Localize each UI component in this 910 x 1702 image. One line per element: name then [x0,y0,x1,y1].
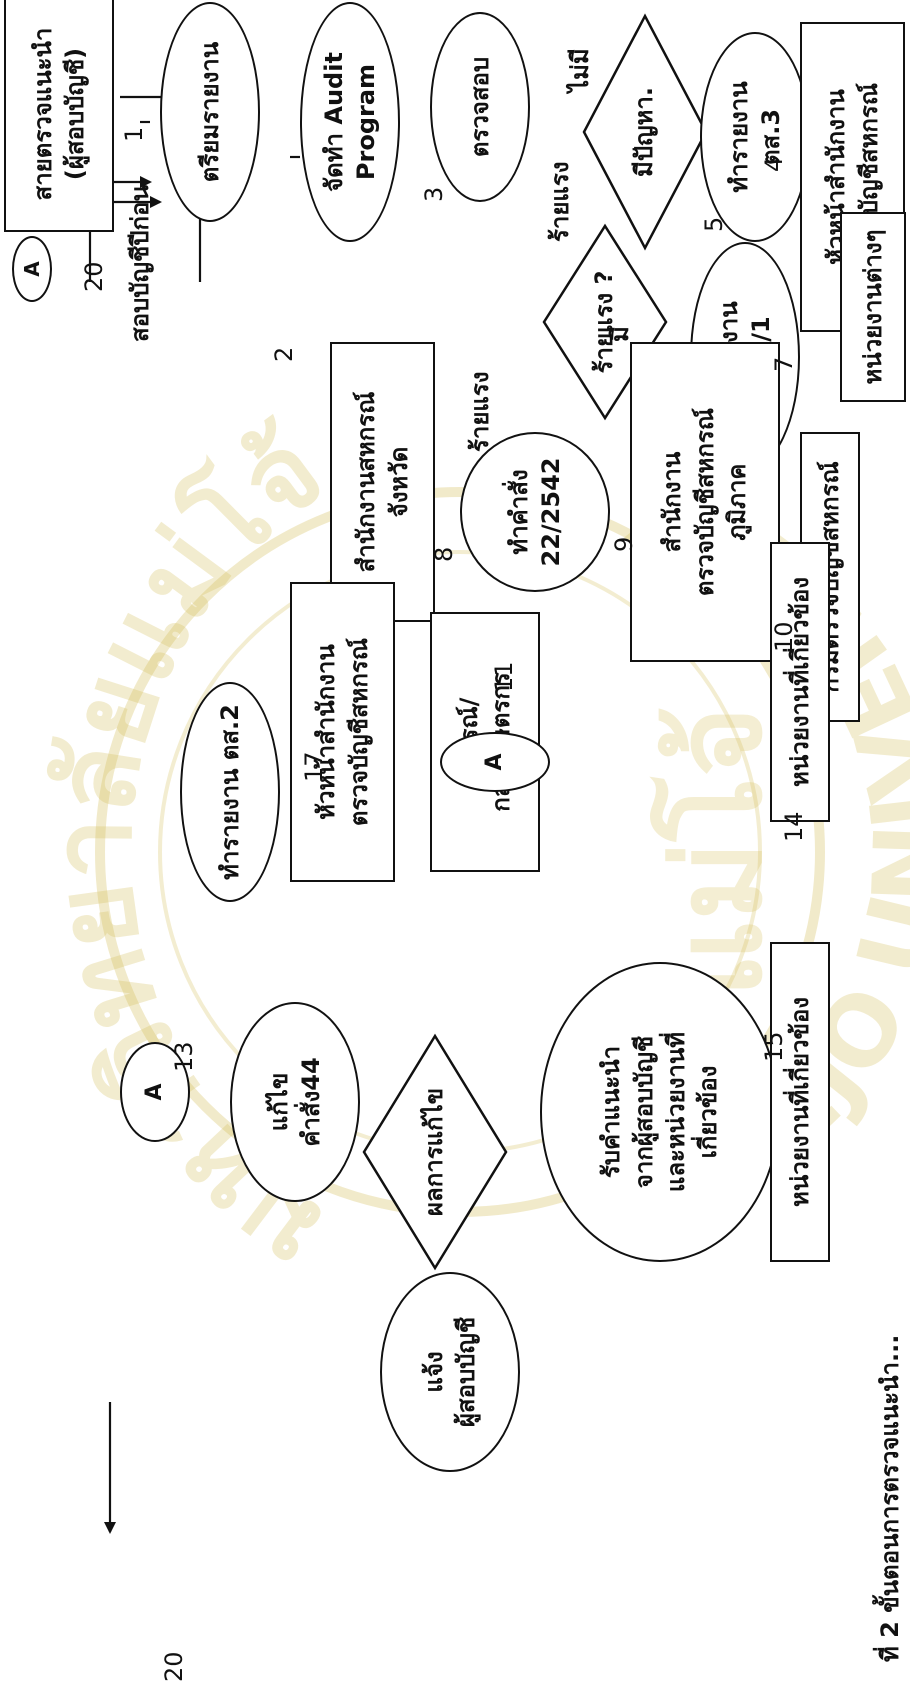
notify-line-2: ผู้สอบบัญชี [450,1317,482,1427]
edge-label-20: 20 [80,261,108,292]
related-b-label: หน่วยงานที่เกี่ยวข้อง [784,997,816,1207]
problem-label: มีปัญหา. [580,12,710,252]
edge-label-13: 13 [170,1041,198,1072]
edge-label-yes: มี [600,326,639,342]
advice-line-1: รับคำแนะนำ [595,1046,627,1178]
start-box: สายตรวจแนะนำ (ผู้สอบบัญชี) [4,0,114,232]
order-oval: ทำคำสั่ง 22/2542 [460,432,610,592]
head-office-b-box: หัวหน้าสำนักงาน ตรวจบัญชีสหกรณ์ [290,582,395,882]
report3-oval: ทำรายงาน ตส.3 [700,32,810,242]
severe-text: ร้ายแรง ? [589,271,620,374]
fix-oval: แก้ไข คำสั่ง44 [230,1002,360,1202]
advice-line-3: และหน่วยงานที่ [660,1032,692,1192]
edge-label-1: 1 [120,127,148,142]
result-text: ผลการแก้ไข [419,1088,450,1216]
edge-label-7: 7 [770,357,798,372]
edge-label-3: 3 [420,187,448,202]
start-line-1: สายตรวจแนะนำ [27,28,59,201]
notify-line-1: แจ้ง [418,1351,450,1392]
advice-line-4: เกี่ยวข้อง [692,1066,724,1159]
edge-label-no: ไม่มี [560,48,599,92]
prep-line-1: ตรียมรายงาน [194,42,226,182]
advice-line-2: จากผู้สอบบัญชี [628,1036,660,1188]
connector-a-label: A [19,261,46,276]
edge-label-4: 4 [760,157,788,172]
advice-oval: รับคำแนะนำ จากผู้สอบบัญชี และหน่วยงานที่… [540,962,780,1262]
edge-label-severe: ร้ายแรง [540,161,579,242]
related-a-box: หน่วยงานที่เกี่ยวข้อง [770,542,830,822]
result-label: ผลการแก้ไข [360,1032,510,1272]
report3-line-1: ทำรายงาน [723,81,755,192]
regional-line-1: สำนักงาน [656,452,688,553]
report2-oval: ทำรายงาน ตส.2 [180,682,280,902]
edge-label-17: 17 [300,751,328,782]
agencies-box: หน่วยงานต่างๆ [840,212,906,402]
connector-a-top: A [12,236,52,302]
head-office-b-line-1: หัวหน้าสำนักงาน [310,644,342,820]
edge-label-14: 14 [780,811,808,842]
edge-label-severe-2: ร้ายแรง [460,371,499,452]
report2-label: ทำรายงาน ตส.2 [214,704,246,880]
connector-a-mid: A [440,732,550,792]
edge-label-8: 8 [430,547,458,562]
connector-a-mid-label: A [480,753,510,770]
edge-label-20b: 20 [160,1651,188,1682]
regional-box: สำนักงาน ตรวจบัญชีสหกรณ์ ภูมิภาค [630,342,780,662]
regional-line-3: ภูมิภาค [721,464,753,541]
figure-caption: ที่ 2 ขั้นตอนการตรวจแนะนำ... [870,1335,909,1662]
related-b-box: หน่วยงานที่เกี่ยวข้อง [770,942,830,1262]
edge-label-15: 15 [760,1031,788,1062]
start-line-2: (ผู้สอบบัญชี) [59,48,91,180]
provincial-line-1: สำนักงานสหกรณ์ [350,392,382,573]
audit-program-label: จัดทำ Audit Program [318,4,383,240]
edge-label-2: 2 [270,347,298,362]
edge-label-9: 9 [610,537,638,552]
order-line-2: 22/2542 [535,458,567,567]
edge-label-10: 10 [770,621,798,652]
agencies-label: หน่วยงานต่างๆ [857,229,889,384]
provincial-line-2: จังหวัด [383,447,415,518]
provincial-box: สำนักงานสหกรณ์ จังหวัด [330,342,435,622]
prep-oval: ตรียมรายงาน [160,2,260,222]
fix-line-2: คำสั่ง44 [295,1057,327,1146]
fix-line-1: แก้ไข [263,1073,295,1131]
edge-label-1-text: สอบบัญชีปีก่อน [120,185,159,342]
related-a-label: หน่วยงานที่เกี่ยวข้อง [784,577,816,787]
notify-oval: แจ้ง ผู้สอบบัญชี [380,1272,520,1472]
check-oval: ตรวจสอบ [430,12,530,202]
audit-program-oval: จัดทำ Audit Program [300,2,400,242]
edge-label-11: 11 [490,661,518,692]
head-office-b-line-2: ตรวจบัญชีสหกรณ์ [343,638,375,826]
order-line-1: ทำคำสั่ง [503,469,535,554]
connector-a-bottom-label: A [140,1083,170,1100]
edge-label-5: 5 [700,217,728,232]
regional-line-2: ตรวจบัญชีสหกรณ์ [689,408,721,596]
problem-text: มีปัญหา. [629,87,660,177]
check-label: ตรวจสอบ [464,57,496,157]
